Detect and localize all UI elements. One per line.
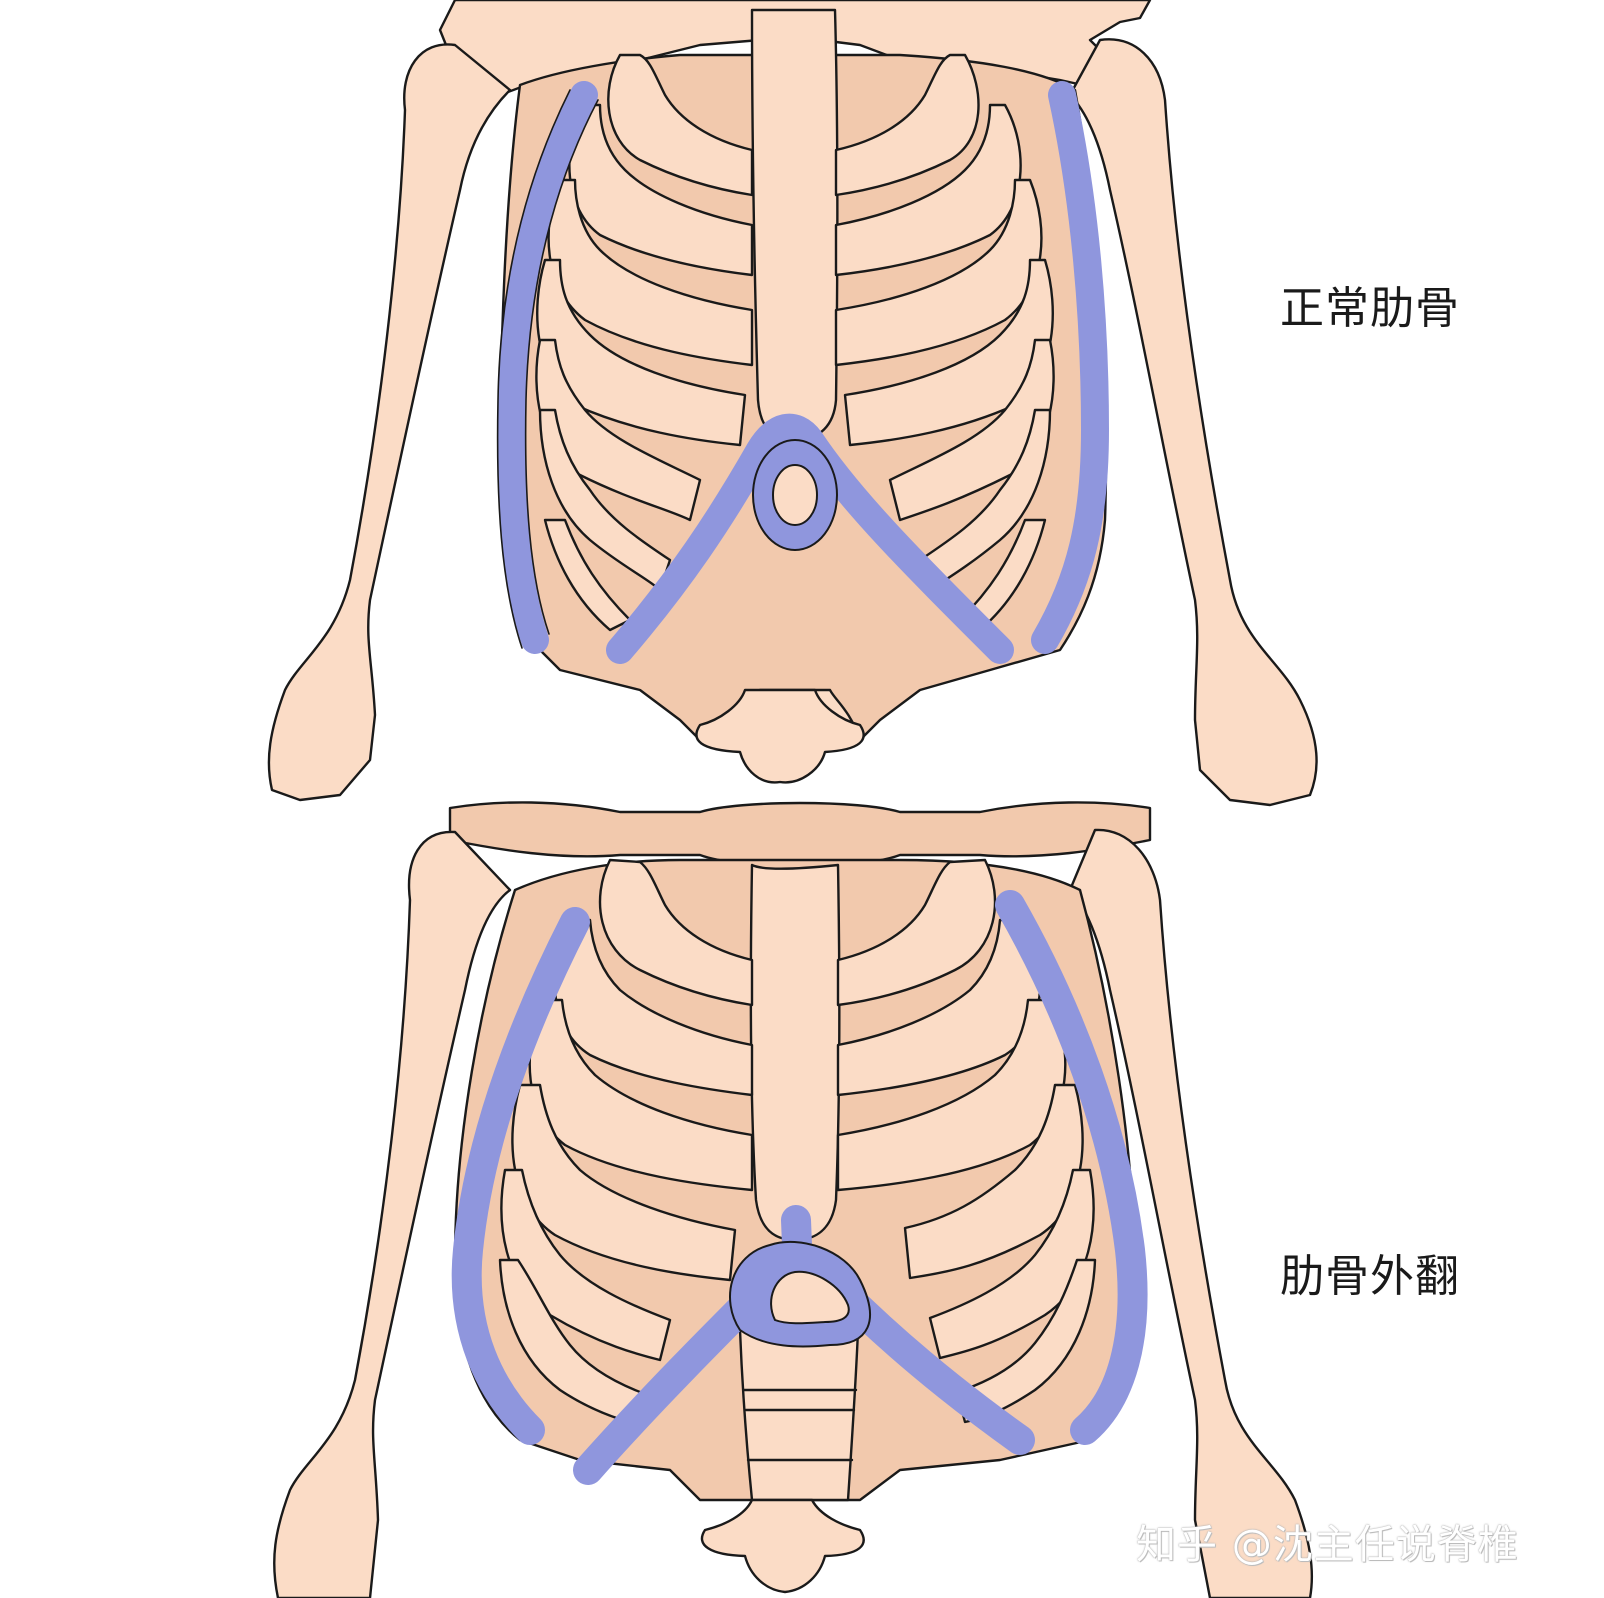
watermark: 知乎 @沈主任说脊椎 [1136, 1522, 1519, 1568]
right-ribs-bottom [836, 858, 1097, 1424]
clavicle-bottom [448, 801, 1152, 868]
right-humerus-top [1068, 38, 1318, 807]
left-ribs-bottom [498, 858, 754, 1427]
left-ribs-top [535, 53, 754, 632]
normal-ribcage [267, 0, 1318, 807]
right-humerus-bottom [1068, 828, 1314, 1598]
costal-margin-top-outline [496, 89, 599, 649]
spine-column-bottom [738, 1328, 860, 1502]
vertebra-top [695, 688, 865, 784]
label-normal-ribs: 正常肋骨 [1280, 283, 1460, 334]
costal-margin-top [497, 81, 1109, 664]
xiphoid-ring-hole-top [772, 464, 818, 526]
left-humerus-top [267, 43, 512, 802]
sternum-bottom [749, 863, 841, 1242]
label-rib-flare: 肋骨外翻 [1280, 1251, 1460, 1302]
right-ribs-top [834, 53, 1055, 632]
vertebra-bottom [700, 1498, 865, 1594]
xiphoid-ring-hole-bottom [770, 1270, 850, 1325]
left-humerus-bottom [273, 830, 512, 1598]
flared-ribcage [273, 801, 1314, 1598]
sternum-top [750, 8, 839, 442]
